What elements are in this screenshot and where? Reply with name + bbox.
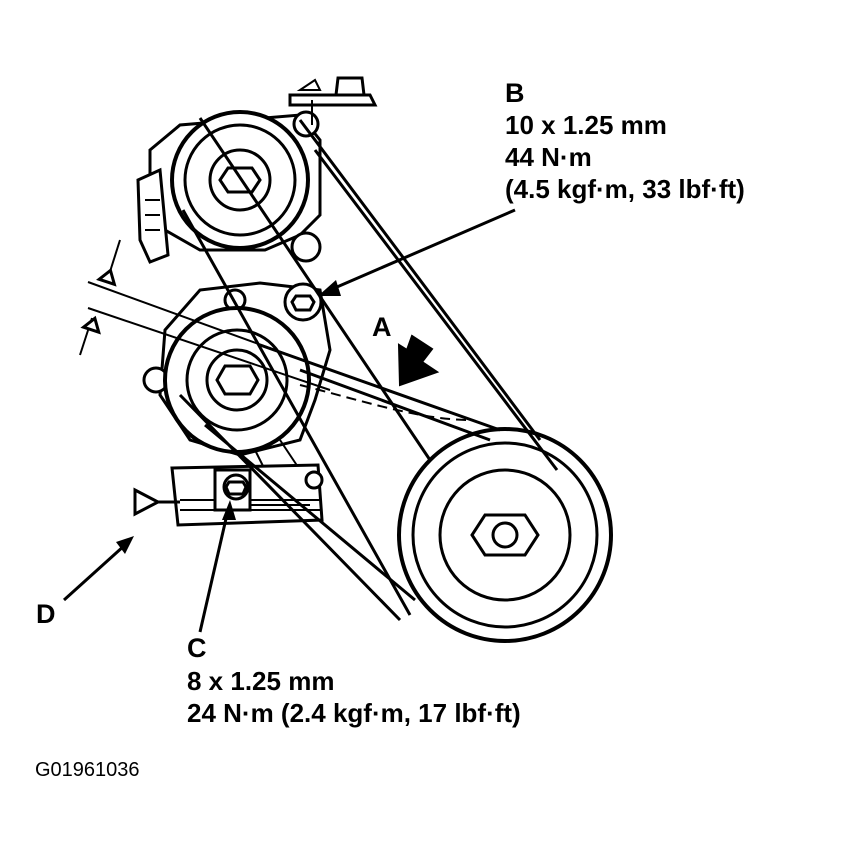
deflection-reference-line [79, 239, 331, 391]
spec-b-torque: 44 N·m [505, 142, 592, 172]
power-steering-pump [136, 76, 378, 264]
arrow-a [397, 334, 440, 387]
figure-id: G01961036 [35, 759, 140, 781]
spec-c-size: 8 x 1.25 mm [187, 666, 335, 696]
spec-c-torque: 24 N·m (2.4 kgf·m, 17 lbf·ft) [187, 698, 521, 728]
label-b: B [505, 78, 525, 108]
label-a: A [372, 312, 392, 342]
alternator [142, 281, 332, 471]
leader-c [198, 500, 236, 633]
label-d: D [36, 599, 56, 629]
spec-b-torque-alt: (4.5 kgf·m, 33 lbf·ft) [505, 174, 745, 204]
crankshaft-pulley [397, 427, 613, 643]
adjuster-bracket [133, 463, 324, 527]
label-c: C [187, 633, 207, 663]
spec-b-size: 10 x 1.25 mm [505, 110, 667, 140]
leader-b [318, 208, 516, 296]
leader-d [62, 536, 134, 602]
